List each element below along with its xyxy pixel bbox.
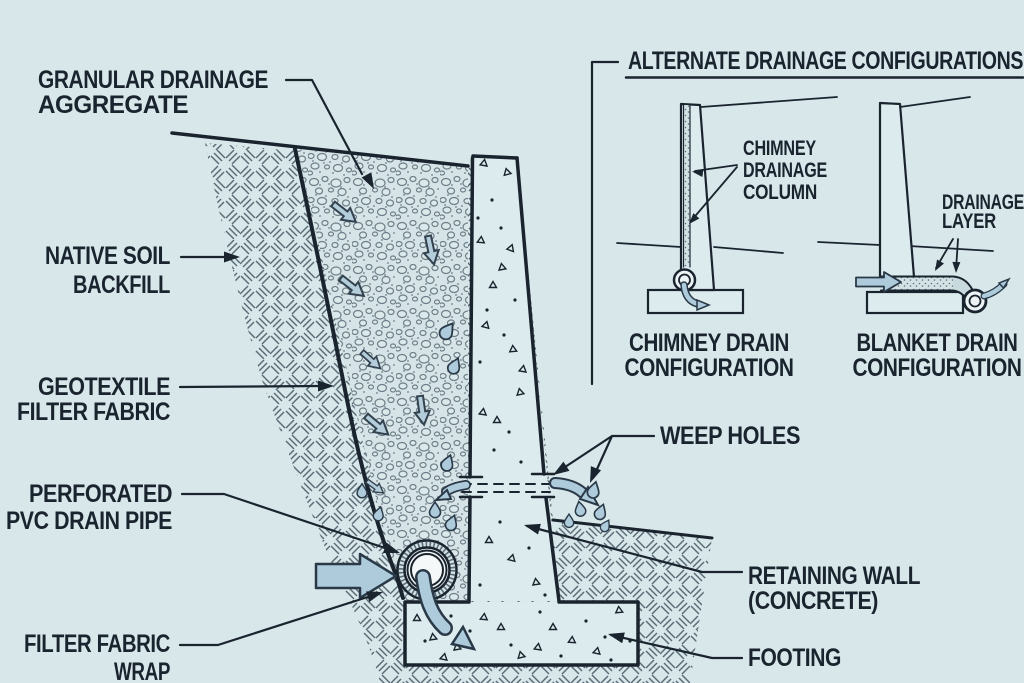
label-fabric-wrap-line1: FILTER FABRIC <box>24 630 170 658</box>
lower-grade-line <box>551 518 714 540</box>
chimney-pipe-outlet <box>672 268 711 312</box>
concrete-dots-stem <box>476 198 547 597</box>
granular-aggregate-zone <box>295 149 468 603</box>
chimney-drainage-column <box>682 104 691 268</box>
caption-chimney-drain-line1: CHIMNEY DRAIN <box>629 329 789 357</box>
weep-flow-right <box>549 477 614 534</box>
label-chimney-column-line3: COLUMN <box>743 181 817 204</box>
blanket-drain-diagram: DRAINAGE LAYER BLANKET DRAIN CONFIGURATI… <box>817 96 1024 382</box>
label-chimney-column-line2: DRAINAGE <box>743 159 827 182</box>
label-geotextile-line2: FILTER FABRIC <box>17 398 170 426</box>
label-chimney-column-line1: CHIMNEY <box>743 137 816 160</box>
concrete-dots-footing <box>423 610 632 662</box>
blanket-pipe-outlet <box>962 277 1011 314</box>
pipe-outflow-arrow <box>415 569 477 651</box>
alternate-configurations-inset: ALTERNATE DRAINAGE CONFIGURATIONS <box>590 47 1024 386</box>
inset-title: ALTERNATE DRAINAGE CONFIGURATIONS <box>628 47 1023 75</box>
label-granular-line2: AGGREGATE <box>38 91 188 119</box>
blanket-inflow-arrow <box>855 271 902 293</box>
label-weep-holes: WEEP HOLES <box>660 422 800 450</box>
label-geotextile-line1: GEOTEXTILE <box>38 373 170 401</box>
label-drainage-layer-line1: DRAINAGE <box>942 191 1024 214</box>
label-retaining-wall-line1: RETAINING WALL <box>748 562 920 590</box>
label-drain-pipe-line2: PVC DRAIN PIPE <box>6 507 172 535</box>
groundwater-inflow-arrow <box>314 552 398 600</box>
weep-flow-left <box>428 480 471 533</box>
caption-blanket-drain-line2: CONFIGURATION <box>853 354 1022 382</box>
label-retaining-wall-line2: (CONCRETE) <box>748 587 878 615</box>
label-drainage-layer-line2: LAYER <box>942 210 996 233</box>
chimney-drain-diagram: CHIMNEY DRAINAGE COLUMN CHIMNEY DRAIN CO… <box>616 96 838 382</box>
label-native-soil-line2: BACKFILL <box>73 271 170 299</box>
retaining-wall-stem <box>458 154 561 603</box>
weep-hole-channel <box>458 472 556 499</box>
label-granular-line1: GRANULAR DRAINAGE <box>38 66 268 94</box>
label-fabric-wrap-line2: WRAP <box>114 658 170 683</box>
inset-bracket <box>590 60 620 386</box>
label-native-soil-line1: NATIVE SOIL <box>45 242 170 270</box>
ground-surface-line <box>170 131 470 168</box>
main-cross-section <box>170 131 714 683</box>
geotextile-fabric-line <box>293 147 405 600</box>
main-annotations: GRANULAR DRAINAGE AGGREGATE NATIVE SOIL … <box>6 66 921 683</box>
label-drain-pipe-line1: PERFORATED <box>29 480 172 508</box>
caption-blanket-drain-line1: BLANKET DRAIN <box>857 329 1018 357</box>
label-footing: FOOTING <box>748 644 841 672</box>
caption-chimney-drain-line2: CONFIGURATION <box>625 354 794 382</box>
